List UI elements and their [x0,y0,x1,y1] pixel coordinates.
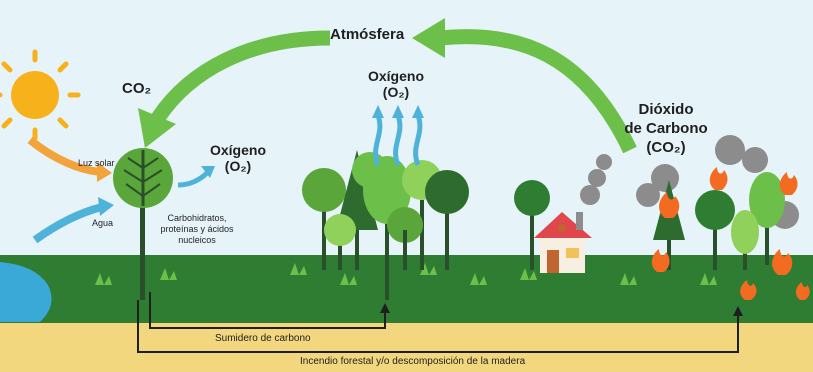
biomolecules-line-3: nucleicos [178,235,216,245]
house [534,212,592,273]
carbon-dioxide-line-1: Dióxido [638,101,694,118]
sunlight-arrow-head [97,162,112,182]
fire-decomposition-arrow-head [733,306,743,316]
carbon-dioxide-label: Dióxido de Carbono (CO₂) [606,100,726,157]
sunlight-arrow [27,136,101,176]
oxygen-forest-label: Oxígeno (O₂) [356,68,436,100]
carbon-sink-arrow-head [380,303,390,313]
fire-icons [651,167,810,300]
grass-tufts [95,263,717,285]
oxygen-forest-line-1: Oxígeno [367,68,424,84]
arrow-head-atmosphere [412,18,445,58]
carbon-dioxide-line-3: (CO₂) [646,139,686,156]
main-plant [113,148,173,300]
fire-decomposition-line [137,300,739,353]
forest-trees [302,150,469,300]
fire-decomposition-label: Incendio forestal y/o descomposición de … [300,356,526,367]
oxygen-leaf-label: Oxígeno (O₂) [198,142,278,174]
water-arrow-head [98,197,114,216]
atmosphere-label: Atmósfera [330,26,405,43]
carbon-dioxide-line-2: de Carbono [624,120,708,137]
biomolecules-line-2: proteínas y ácidos [160,224,234,234]
soil-band [0,322,813,372]
oxygen-leaf-line-2: (O₂) [224,158,252,174]
carbon-sink-line [149,292,386,329]
oxygen-leaf-line-1: Oxígeno [209,142,266,158]
water [0,262,52,322]
oxygen-forest-line-2: (O₂) [382,84,410,100]
oxygen-leaf-arrow [177,170,210,188]
arrow-to-atmosphere [439,29,637,154]
oxygen-forest-arrows [373,114,423,166]
water-label: Agua [92,218,114,228]
sun-icon [0,49,81,141]
co2-left-label: CO₂ [122,80,152,97]
sunlight-label: Luz solar [78,158,115,168]
biomolecules-line-1: Carbohidratos, [167,213,227,223]
carbon-sink-label: Sumidero de carbono [215,333,311,344]
arrow-to-plant [151,30,331,123]
oxygen-forest-arrow-heads [372,105,424,118]
oxygen-leaf-arrow-head [201,166,215,178]
biomolecules-label: Carbohidratos, proteínas y ácidos nuclei… [147,213,247,246]
arrow-head-plant [138,108,176,148]
water-arrow [32,203,104,244]
